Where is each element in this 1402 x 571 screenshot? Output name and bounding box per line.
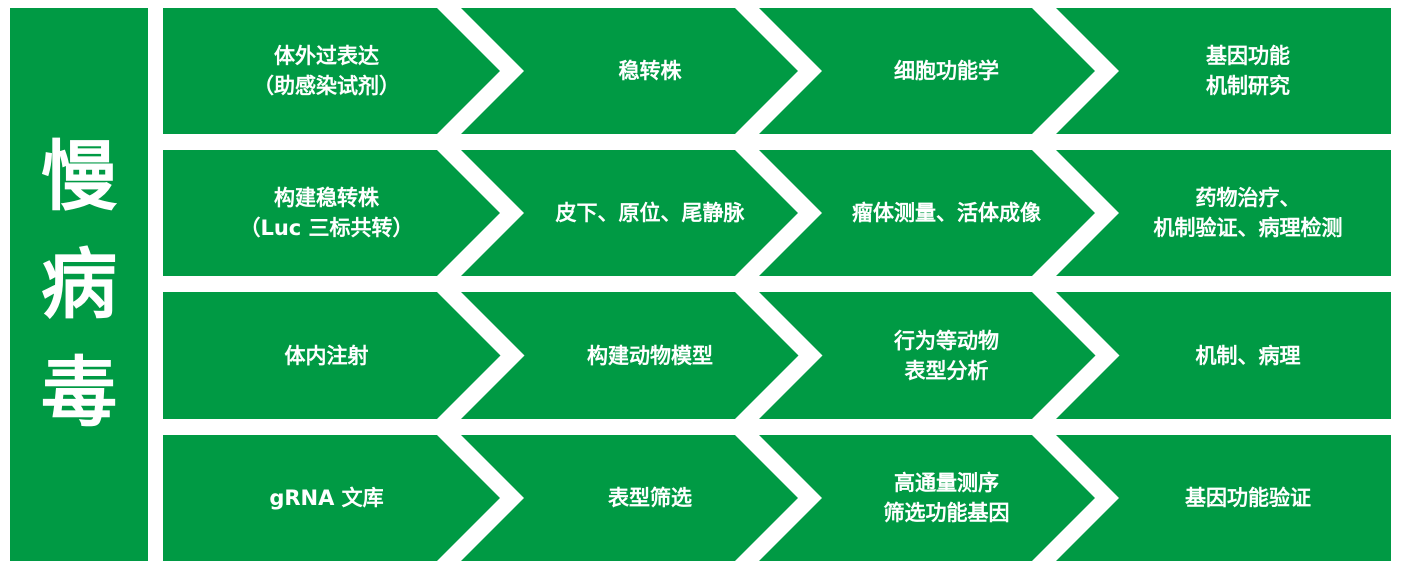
- chevron-arrow-separator: [735, 435, 822, 561]
- chevron-arrow-separator: [1032, 8, 1119, 134]
- chevron-arrow-separator: [437, 292, 525, 419]
- process-step: 药物治疗、 机制验证、病理检测: [1153, 186, 1343, 240]
- process-step: 构建稳转株 （Luc 三标共转）: [239, 186, 414, 240]
- process-step: 基因功能验证: [1185, 486, 1311, 510]
- chevron-arrow-separator: [1032, 150, 1119, 276]
- chevron-arrow-separator: [437, 150, 524, 276]
- process-step: 体内注射: [284, 343, 369, 368]
- category-char: 慢: [41, 131, 117, 221]
- category-char: 病: [41, 239, 117, 329]
- chevron-arrow-separator: [437, 435, 524, 561]
- chevron-arrow-separator: [735, 292, 823, 419]
- process-step: 行为等动物 表型分析: [894, 328, 999, 383]
- chevron-arrow-separator: [735, 8, 822, 134]
- process-step: 体外过表达 （助感染试剂）: [253, 44, 400, 98]
- category-label: 慢 病 毒: [10, 8, 148, 561]
- process-step: 皮下、原位、尾静脉: [555, 201, 745, 225]
- process-step: 基因功能 机制研究: [1206, 44, 1290, 98]
- chevron-arrow-separator: [1032, 435, 1119, 561]
- process-step: 构建动物模型: [587, 343, 713, 368]
- process-step: 表型筛选: [608, 486, 692, 510]
- process-step: 机制、病理: [1195, 343, 1301, 368]
- chevron-arrow-separator: [437, 8, 524, 134]
- process-step: 瘤体测量、活体成像: [852, 201, 1041, 225]
- chevron-arrow-separator: [1032, 292, 1120, 419]
- chevron-arrow-separator: [735, 150, 822, 276]
- process-step: 高通量测序 筛选功能基因: [883, 471, 1010, 525]
- process-step: 稳转株: [618, 59, 682, 83]
- category-char: 毒: [41, 347, 117, 437]
- process-step: gRNA 文库: [269, 486, 384, 510]
- process-step: 细胞功能学: [894, 59, 999, 83]
